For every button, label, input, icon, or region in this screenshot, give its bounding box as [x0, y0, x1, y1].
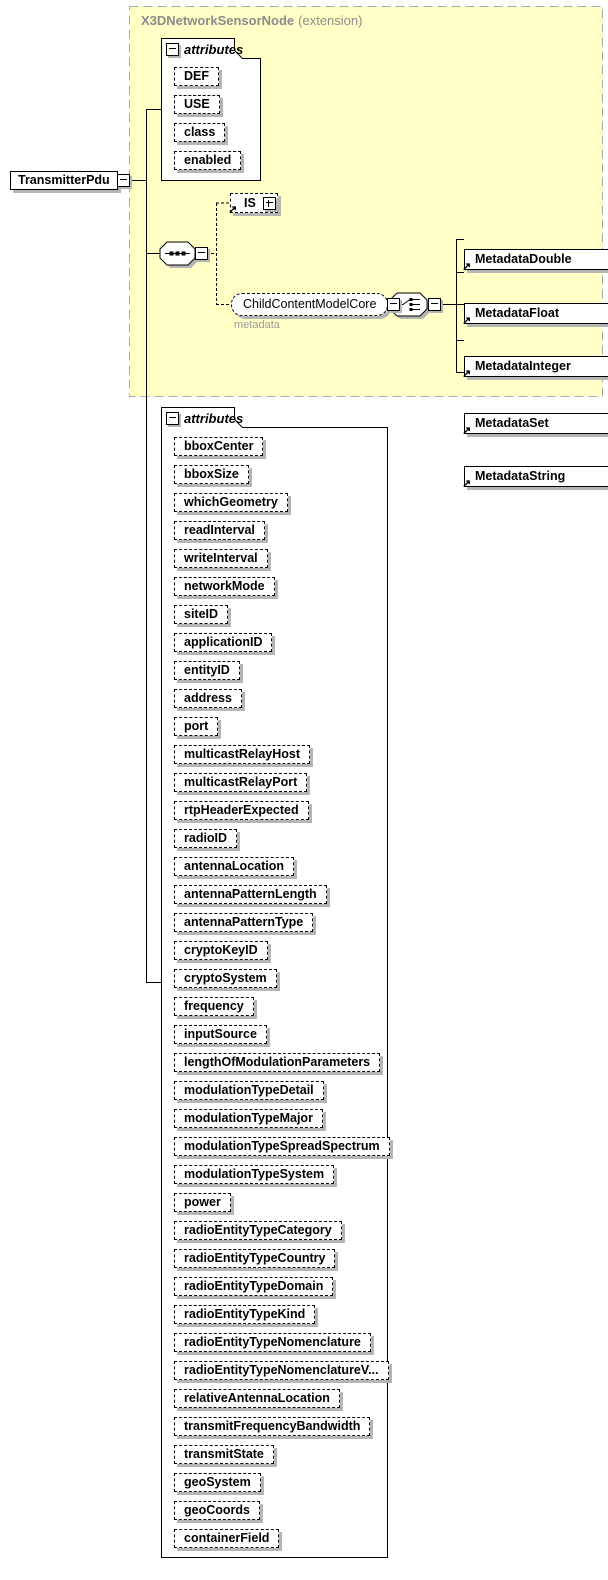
collapse-icon[interactable] — [428, 298, 441, 311]
attribute-box[interactable]: radioEntityTypeNomenclatureV... — [174, 1361, 389, 1380]
attribute-box[interactable]: radioEntityTypeNomenclature — [174, 1333, 371, 1352]
attribute-box[interactable]: antennaPatternType — [174, 913, 314, 932]
attribute-box[interactable]: containerField — [174, 1529, 280, 1548]
attribute-box[interactable]: rtpHeaderExpected — [174, 801, 309, 820]
attribute-box[interactable]: modulationTypeMajor — [174, 1109, 323, 1128]
collapse-icon[interactable] — [166, 412, 179, 425]
element-metadataset[interactable]: ↗ MetadataSet — [462, 413, 608, 437]
attribute-box[interactable]: networkMode — [174, 577, 275, 596]
collapse-icon[interactable] — [116, 174, 130, 187]
attribute-box[interactable]: frequency — [174, 997, 254, 1016]
solid-connectors — [121, 109, 464, 983]
attribute-box[interactable]: multicastRelayHost — [174, 745, 311, 764]
attribute-box[interactable]: transmitFrequencyBandwidth — [174, 1417, 371, 1436]
attribute-box[interactable]: enabled — [174, 151, 242, 170]
metadata-annotation: metadata — [234, 319, 280, 331]
attribute-box[interactable]: radioEntityTypeKind — [174, 1305, 316, 1324]
metadata-element-label: MetadataFloat — [475, 306, 560, 320]
attribute-box[interactable]: entityID — [174, 661, 240, 680]
attribute-box[interactable]: transmitState — [174, 1445, 274, 1464]
reference-arrow-icon: ↗ — [228, 204, 238, 216]
element-metadatafloat[interactable]: ↗ MetadataFloat — [462, 303, 608, 327]
attribute-box[interactable]: port — [174, 717, 219, 736]
attributes-header: attributes — [166, 42, 243, 57]
attribute-box[interactable]: geoSystem — [174, 1473, 261, 1492]
attribute-box[interactable]: relativeAntennaLocation — [174, 1389, 340, 1408]
sequence-indicator-icon[interactable] — [159, 241, 198, 268]
child-content-group: ChildContentModelCore — [231, 293, 401, 316]
reference-arrow-icon: ↗ — [462, 261, 472, 273]
element-transmitterpdu[interactable]: TransmitterPdu — [10, 171, 118, 190]
element-attributes-list: bboxCenter bboxSize whichGeometry readInter… — [174, 437, 390, 1548]
attribute-box[interactable]: radioID — [174, 829, 238, 848]
expand-icon[interactable] — [263, 197, 276, 210]
group-childcontentmodelcore[interactable]: ChildContentModelCore — [231, 293, 389, 316]
attribute-box[interactable]: cryptoKeyID — [174, 941, 268, 960]
attribute-box[interactable]: cryptoSystem — [174, 969, 277, 988]
reference-arrow-icon: ↗ — [462, 478, 472, 490]
collapse-icon[interactable] — [166, 43, 179, 56]
metadata-element-label: MetadataSet — [475, 416, 549, 430]
attribute-box[interactable]: readInterval — [174, 521, 265, 540]
collapse-icon[interactable] — [195, 247, 208, 260]
attribute-box[interactable]: USE — [174, 95, 220, 114]
attribute-box[interactable]: writeInterval — [174, 549, 268, 568]
extension-attributes-list: DEF USE class enabled — [174, 67, 242, 170]
attribute-box[interactable]: inputSource — [174, 1025, 267, 1044]
attribute-box[interactable]: modulationTypeSystem — [174, 1165, 335, 1184]
collapse-icon[interactable] — [387, 298, 401, 311]
attribute-box[interactable]: radioEntityTypeCountry — [174, 1249, 336, 1268]
attribute-box[interactable]: multicastRelayPort — [174, 773, 308, 792]
element-metadatastring[interactable]: ↗ MetadataString — [462, 466, 608, 490]
extension-group-title: X3DNetworkSensorNode(extension) — [141, 13, 362, 28]
metadata-element-label: MetadataString — [475, 469, 566, 483]
element-metadatainteger[interactable]: ↗ MetadataInteger — [462, 356, 608, 380]
attribute-box[interactable]: whichGeometry — [174, 493, 288, 512]
reference-arrow-icon: ↗ — [462, 368, 472, 380]
extension-group-name: X3DNetworkSensorNode — [141, 13, 295, 28]
attribute-box[interactable]: geoCoords — [174, 1501, 260, 1520]
attributes-label: attributes — [184, 42, 244, 57]
element-is[interactable]: ↗ IS — [228, 193, 278, 216]
attribute-box[interactable]: modulationTypeSpreadSpectrum — [174, 1137, 390, 1156]
metadata-element-label: MetadataDouble — [475, 252, 572, 266]
extension-group-kind: (extension) — [298, 13, 363, 28]
attribute-box[interactable]: bboxSize — [174, 465, 249, 484]
attribute-box[interactable]: DEF — [174, 67, 219, 86]
attribute-box[interactable]: radioEntityTypeCategory — [174, 1221, 342, 1240]
attributes-label: attributes — [184, 411, 244, 426]
metadata-element-label: MetadataInteger — [475, 359, 571, 373]
reference-arrow-icon: ↗ — [462, 425, 472, 437]
attributes-header: attributes — [166, 411, 243, 426]
attribute-box[interactable]: modulationTypeDetail — [174, 1081, 324, 1100]
attribute-box[interactable]: antennaPatternLength — [174, 885, 327, 904]
root-element: TransmitterPdu — [10, 171, 130, 190]
element-metadatadouble[interactable]: ↗ MetadataDouble — [462, 249, 608, 273]
attribute-box[interactable]: lengthOfModulationParameters — [174, 1053, 381, 1072]
attribute-box[interactable]: class — [174, 123, 226, 142]
attribute-box[interactable]: address — [174, 689, 242, 708]
reference-arrow-icon: ↗ — [462, 315, 472, 327]
is-label: IS — [244, 196, 256, 210]
attribute-box[interactable]: applicationID — [174, 633, 273, 652]
attribute-box[interactable]: antennaLocation — [174, 857, 295, 876]
attribute-box[interactable]: bboxCenter — [174, 437, 264, 456]
attribute-box[interactable]: power — [174, 1193, 231, 1212]
attribute-box[interactable]: siteID — [174, 605, 229, 624]
attribute-box[interactable]: radioEntityTypeDomain — [174, 1277, 334, 1296]
